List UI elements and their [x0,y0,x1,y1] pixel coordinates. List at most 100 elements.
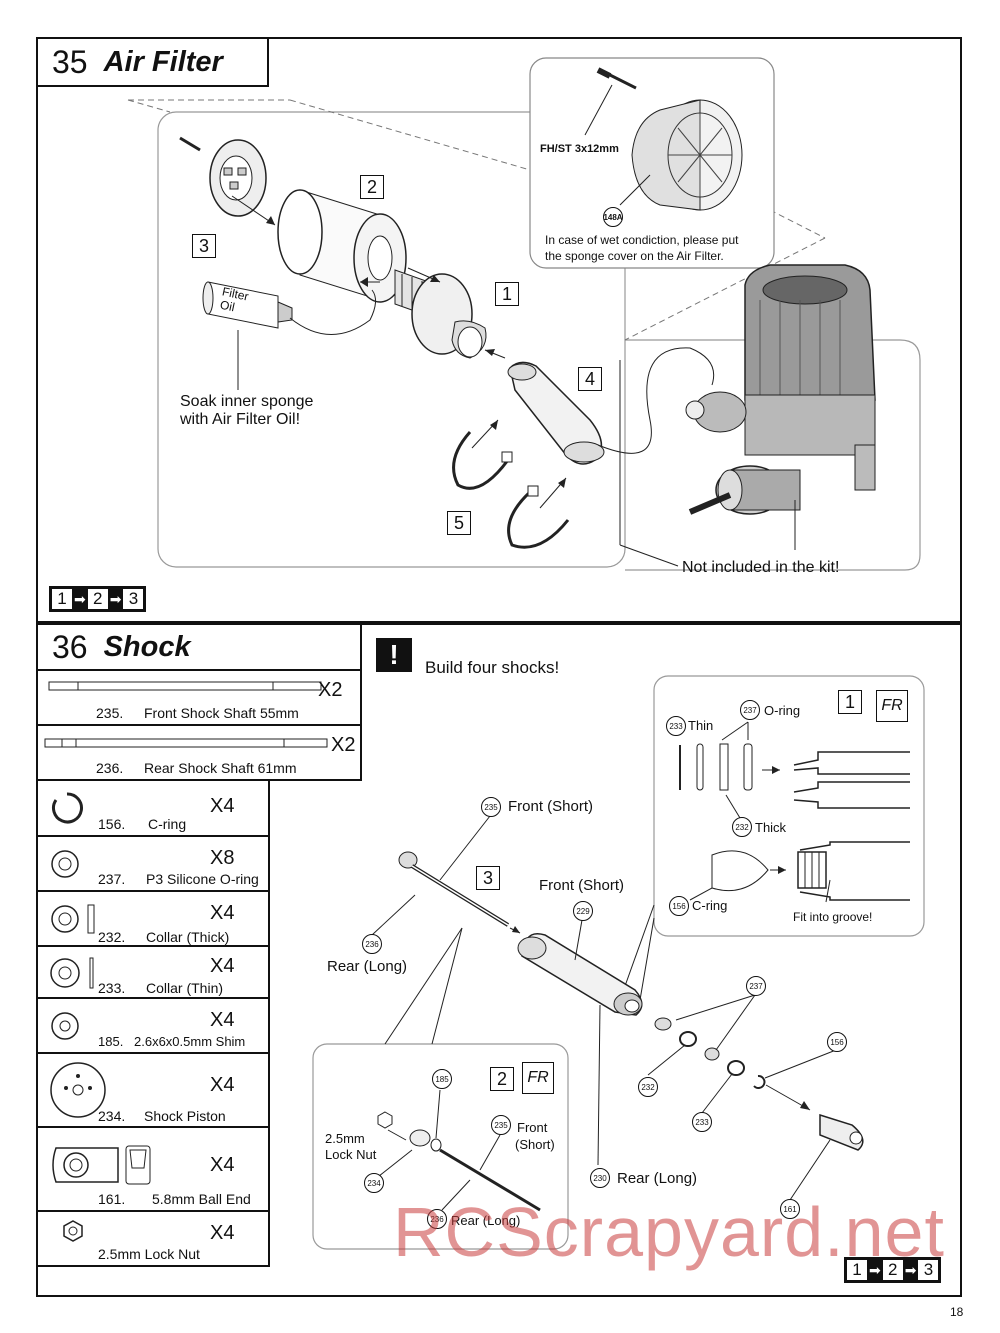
name-233: Collar (Thin) [146,980,224,996]
part-237-main-badge: 237 [746,976,766,996]
part-237-badge: 237 [740,700,760,720]
part-229-badge: 229 [573,901,593,921]
rear-long-label: Rear (Long) [451,1213,521,1228]
lock-nut-label-line2: Lock Nut [325,1147,377,1162]
qty-236: X2 [331,734,356,756]
o-ring-icon [51,850,79,878]
lock-nut-label-line1: 2.5mm [325,1131,365,1146]
part-232-main-badge: 232 [638,1077,658,1097]
seq-3: 3 [918,1260,939,1280]
filter-oil-bottle [202,281,293,329]
part-row-232: X4 232. Collar (Thick) [38,892,270,947]
arrow-icon: ➡ [74,590,86,607]
num-234: 234. [98,1108,126,1124]
inset-2-step-box: 2 [490,1067,514,1091]
num-236: 236. [96,760,124,776]
shaft-55-drawing [48,681,322,691]
section-36-title: 36 Shock [36,623,362,671]
num-185: 185. [98,1034,124,1049]
soak-note-line1: Soak inner sponge [180,393,314,410]
step-box-1: 1 [495,282,519,306]
arrow-icon: ➡ [109,590,122,607]
warning-icon: ! [376,638,412,672]
part-row-237: X8 237. P3 Silicone O-ring [38,837,270,892]
name-236: Rear Shock Shaft 61mm [144,760,297,776]
qty-locknut: X4 [210,1222,235,1244]
name-235: Front Shock Shaft 55mm [144,705,299,721]
front-short-label-2: Front (Short) [539,877,625,894]
filter-cage [394,269,487,359]
qty-237: X8 [210,847,235,869]
num-237: 237. [98,871,126,887]
c-ring-label: C-ring [692,898,728,913]
screw-drawing [596,67,637,90]
part-234-badge: 234 [364,1173,384,1193]
soak-note-line2: with Air Filter Oil! [180,411,301,428]
zip-tie-2 [507,485,570,549]
sequence-badge-35: 1➡ 2➡ 3 [49,586,147,612]
part-235-inset-badge: 235 [491,1115,511,1135]
name-156: C-ring [148,816,187,832]
qty-232: X4 [210,902,235,924]
collar-thick-icon [51,904,95,934]
part-232-badge: 232 [732,817,752,837]
zip-tie-1 [452,431,513,490]
sequence-badge-36: 1➡ 2➡ 3 [844,1257,942,1283]
engine-drawing [685,264,876,515]
page-number: 18 [950,1305,964,1319]
filter-base-plate [209,139,267,217]
main-step-box: 3 [476,866,500,890]
part-236-badge: 236 [362,934,382,954]
shock-piston-icon [50,1062,106,1118]
part-156-badge: 156 [669,896,689,916]
part-row-locknut: X4 2.5mm Lock Nut [38,1212,270,1267]
name-185: 2.6x6x0.5mm Shim [134,1034,246,1049]
not-included-note: Not included in the kit! [682,559,840,576]
arrow-icon: ➡ [904,1261,917,1278]
step-box-4: 4 [578,367,602,391]
part-236-inset-badge: 236 [427,1209,447,1229]
collar-thin-icon [50,957,94,989]
part-row-234: X4 234. Shock Piston [38,1054,270,1128]
qty-185: X4 [210,1009,235,1031]
part-233-badge: 233 [666,716,686,736]
groove-label: Fit into groove! [793,910,873,924]
step-box-2: 2 [360,175,384,199]
part-185-badge: 185 [432,1069,452,1089]
section-35-frame [36,37,962,623]
step-box-5: 5 [447,511,471,535]
num-233: 233. [98,980,126,996]
seq-1: 1 [52,589,72,609]
wet-note-line2: the sponge cover on the Air Filter. [545,249,724,263]
intake-tube [507,361,605,465]
shaft-61-drawing [44,738,328,748]
part-233-main-badge: 233 [692,1112,712,1132]
num-156: 156. [98,816,126,832]
section-35-title: 35 Air Filter [36,37,269,87]
seq-2: 2 [87,589,108,609]
ball-end-icon [52,1145,151,1185]
front-label: Front [517,1120,548,1135]
sponge-drawing [277,189,407,303]
name-234: Shock Piston [144,1108,226,1124]
seq-1: 1 [847,1260,867,1280]
rear-long-label-1: Rear (Long) [327,958,408,975]
sponge-cover-drawing [631,99,743,211]
front-rear-icon: FR [876,690,908,722]
name-locknut: 2.5mm Lock Nut [98,1246,200,1262]
name-161: 5.8mm Ball End [152,1191,251,1207]
step-box-3: 3 [192,234,216,258]
lock-nut-icon [63,1220,83,1242]
o-ring-label: O-ring [764,703,801,718]
num-235: 235. [96,705,124,721]
front-short-label: (Short) [515,1137,555,1152]
front-rear-icon: FR [522,1062,554,1094]
screw-label: FH/ST 3x12mm [540,143,619,155]
part-row-236: X2 236. Rear Shock Shaft 61mm [38,726,362,781]
arrow-icon: ➡ [869,1261,881,1278]
num-161: 161. [98,1191,126,1207]
part-235-badge: 235 [481,797,501,817]
c-ring-icon [52,792,83,824]
wet-note-line1: In case of wet condiction, please put [545,233,739,247]
